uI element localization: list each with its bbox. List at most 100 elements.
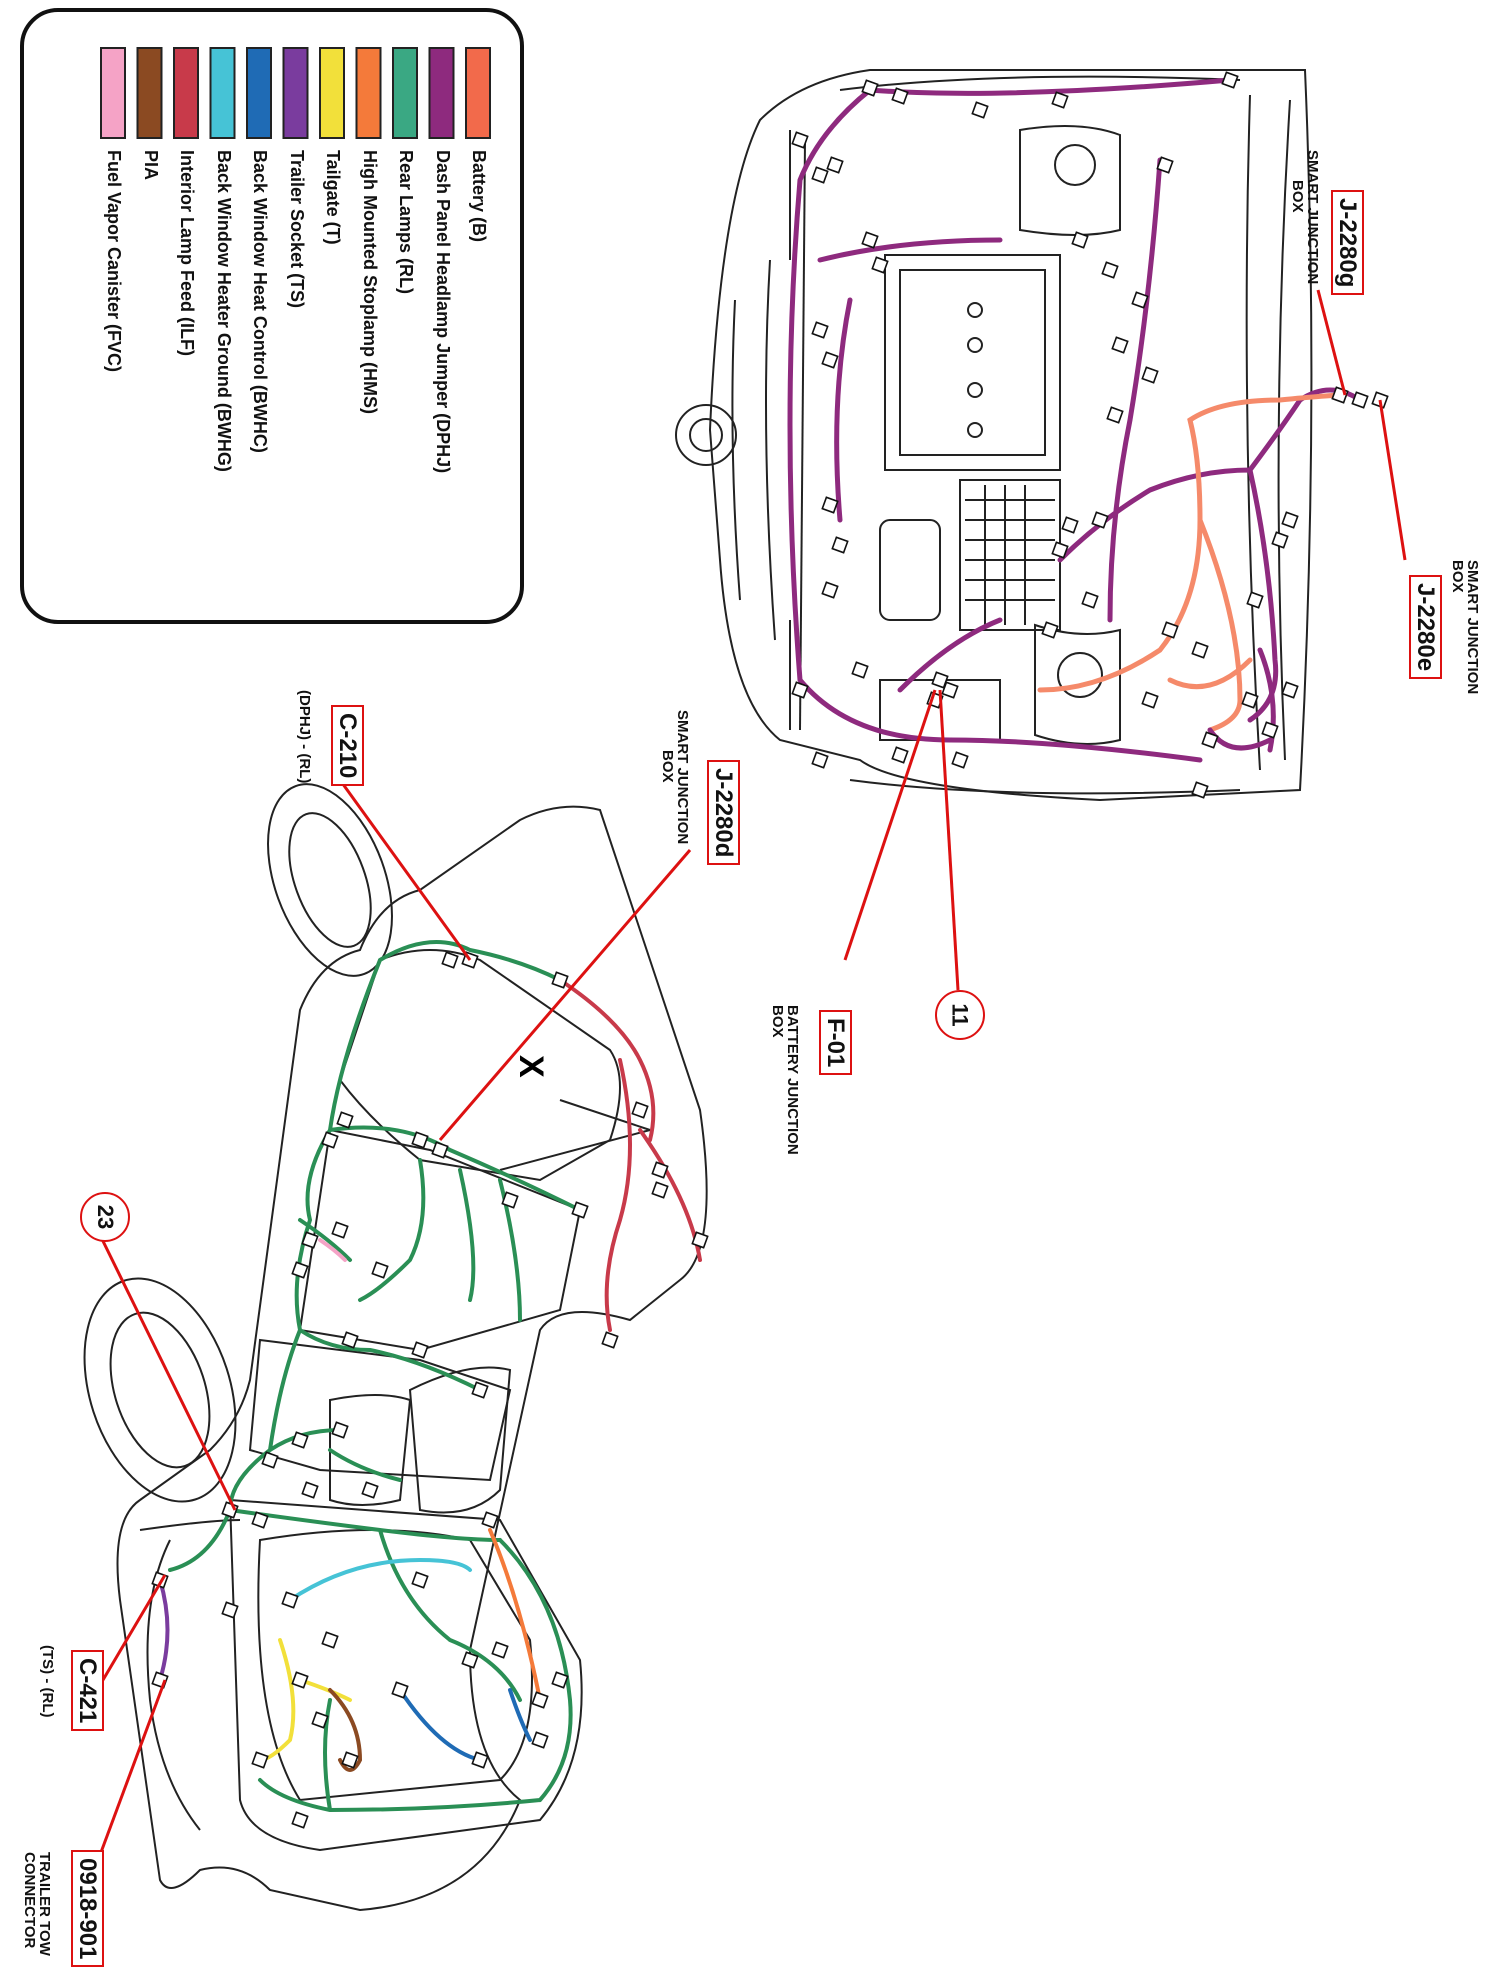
callout-j2280d-code: J-2280d <box>707 760 740 866</box>
connector <box>811 751 829 769</box>
legend-swatch-1 <box>428 47 455 139</box>
connector <box>1191 641 1209 659</box>
connector <box>1271 531 1289 549</box>
connector <box>151 1671 169 1689</box>
connector <box>951 751 969 769</box>
legend-swatch-0 <box>465 47 491 139</box>
connector <box>411 1131 429 1149</box>
callout-j2280e-desc: SMART JUNCTION BOX <box>1449 560 1481 695</box>
legend-label-7: Back Window Heater Ground (BWHG) <box>213 150 234 472</box>
connector <box>791 131 809 149</box>
legend-label-9: PIA <box>140 150 161 181</box>
connector <box>411 1341 429 1359</box>
connector <box>531 1691 549 1709</box>
callout-f01: F-01 <box>819 1010 852 1076</box>
connector <box>811 166 829 184</box>
connector <box>821 496 839 514</box>
connector <box>571 1201 589 1219</box>
callout-j2280e-code: J-2280e <box>1409 575 1442 680</box>
connector <box>1281 511 1299 529</box>
connector <box>891 87 909 105</box>
legend-label-10: Fuel Vapor Canister (FVC) <box>104 150 124 373</box>
callout-trailer-code: 0918-901 <box>71 1850 104 1968</box>
callout-trailer-desc: TRAILER TOW CONNECTOR <box>21 1852 53 1956</box>
callout-number-23: 23 <box>80 1192 130 1242</box>
connector <box>861 79 879 97</box>
connector <box>1071 231 1089 249</box>
connector <box>311 1711 329 1729</box>
callout-j2280g-desc: SMART JUNCTION BOX <box>1289 150 1321 285</box>
callout-f01-code: F-01 <box>819 1010 852 1076</box>
connector <box>1141 366 1159 384</box>
connector <box>851 661 869 679</box>
callout-c421-code: C-421 <box>71 1650 104 1732</box>
connector <box>341 1751 359 1769</box>
legend-swatch-7 <box>209 47 236 139</box>
connector <box>1261 721 1279 739</box>
connector <box>411 1571 429 1589</box>
connector <box>461 1651 479 1669</box>
connector <box>291 1671 309 1689</box>
connector <box>281 1591 299 1609</box>
connector <box>251 1751 269 1769</box>
connector <box>931 671 949 689</box>
legend-label-1: Dash Panel Headlamp Jumper (DPHJ) <box>432 150 453 474</box>
connector <box>471 1751 489 1769</box>
connector <box>371 1261 389 1279</box>
callout-c210-desc: (DPHJ) - (RL) <box>296 690 313 784</box>
leader-lines <box>98 289 1407 1856</box>
connector <box>261 1451 279 1469</box>
connector <box>391 1681 409 1699</box>
callout-j2280d-desc: SMART JUNCTION BOX <box>659 710 691 845</box>
connector <box>1051 541 1069 559</box>
connector <box>531 1731 549 1749</box>
connector <box>291 1431 309 1449</box>
connector <box>321 1631 339 1649</box>
x-mark: X <box>512 1055 550 1078</box>
connector <box>861 231 879 249</box>
connector <box>821 581 839 599</box>
connector <box>551 971 569 989</box>
connector <box>1091 511 1109 529</box>
vehicle-connectors <box>151 951 709 1829</box>
callout-c210: C-210 <box>331 705 364 787</box>
legend-swatch-6 <box>246 47 272 139</box>
connector <box>1351 391 1369 409</box>
connector <box>821 351 839 369</box>
connector <box>1106 406 1124 424</box>
connector <box>551 1671 569 1689</box>
connector <box>1201 731 1219 749</box>
vehicle-body-drawing <box>83 783 708 1912</box>
connector <box>811 321 829 339</box>
callout-j2280d: J-2280d <box>707 760 740 866</box>
legend-swatch-3 <box>355 47 382 139</box>
connector <box>631 1101 649 1119</box>
connector <box>1246 591 1264 609</box>
legend-label-2: Rear Lamps (RL) <box>396 150 416 295</box>
connector <box>1141 691 1159 709</box>
legend-swatch-5 <box>282 47 309 139</box>
connector <box>826 156 844 174</box>
legend <box>20 8 524 624</box>
connector <box>1041 621 1059 639</box>
connector <box>331 1421 349 1439</box>
engine-harness <box>787 77 1363 763</box>
connector <box>601 1331 619 1349</box>
connector <box>1241 691 1259 709</box>
callout-c421-desc: (TS) - (RL) <box>39 1645 56 1718</box>
connector <box>1161 621 1179 639</box>
legend-label-0: Battery (B) <box>469 150 489 243</box>
legend-swatch-9 <box>136 47 163 139</box>
connector <box>221 1501 239 1519</box>
connector <box>1081 591 1099 609</box>
connector <box>251 1511 269 1529</box>
legend-swatch-4 <box>319 47 345 139</box>
connector <box>891 746 909 764</box>
connector <box>1221 71 1239 89</box>
connector <box>1061 516 1079 534</box>
callout-j2280g: J-2280g <box>1331 190 1364 296</box>
connector <box>791 681 809 699</box>
engine-connectors <box>791 71 1389 799</box>
legend-swatch-10 <box>100 47 126 139</box>
